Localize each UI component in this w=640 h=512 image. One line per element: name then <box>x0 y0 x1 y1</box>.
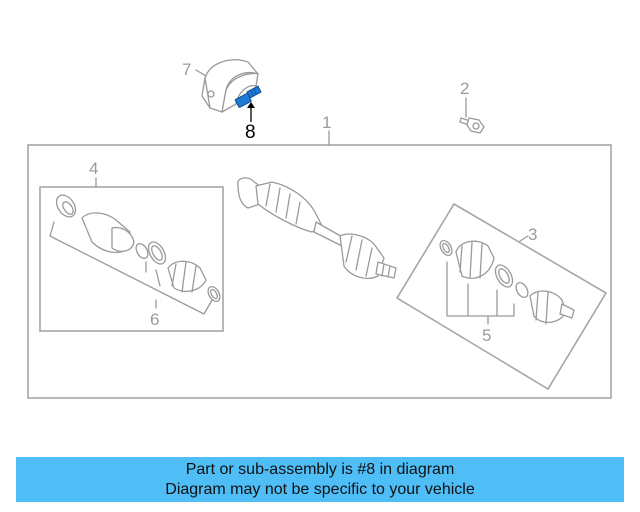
callout-2[interactable]: 2 <box>460 79 469 98</box>
callout-7[interactable]: 7 <box>182 60 191 79</box>
info-banner: Part or sub-assembly is #8 in diagram Di… <box>16 457 624 502</box>
callout-4[interactable]: 4 <box>89 159 98 178</box>
banner-line-2: Diagram may not be specific to your vehi… <box>165 481 475 498</box>
kit-box-right <box>395 202 608 391</box>
part-2-bolt[interactable] <box>459 117 485 134</box>
assembly-frame <box>27 144 612 399</box>
callout-8[interactable]: 8 <box>245 122 256 143</box>
drive-shaft[interactable] <box>237 177 397 280</box>
left-kit-parts[interactable] <box>53 192 223 304</box>
callout-1[interactable]: 1 <box>322 113 331 132</box>
parts-diagram: 1 7 8 2 4 <box>27 59 612 399</box>
callout-5[interactable]: 5 <box>482 326 491 345</box>
kit-box-left <box>39 186 224 332</box>
callout-6[interactable]: 6 <box>150 310 159 329</box>
part-8-bolt[interactable] <box>234 85 262 108</box>
right-kit-parts[interactable] <box>438 239 575 325</box>
callout-3[interactable]: 3 <box>528 225 537 244</box>
banner-line-1: Part or sub-assembly is #8 in diagram <box>185 461 455 478</box>
